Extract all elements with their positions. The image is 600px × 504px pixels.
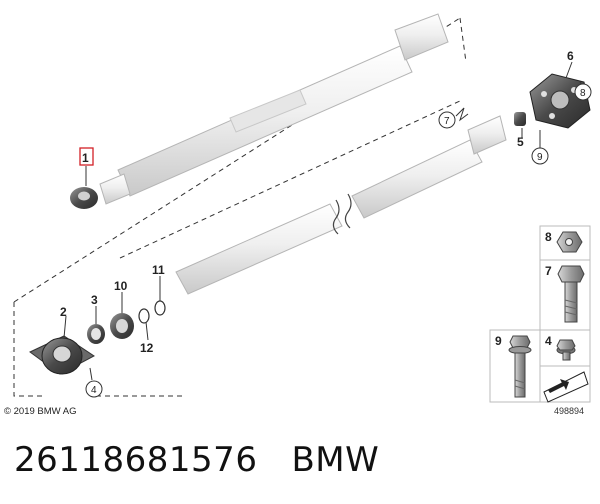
parts-diagram: 1 2 3 4 5 6 7 8 9 10 11 12 8 7 4 (4, 13, 592, 417)
ring-part-3 (87, 324, 105, 344)
callout-8: 8 (580, 88, 586, 99)
callout-6: 6 (567, 49, 574, 63)
callout-7: 7 (444, 116, 450, 127)
callout-9-circle: 9 (531, 147, 549, 165)
callout-labels: 1 2 3 4 5 6 7 8 9 10 11 12 (60, 49, 592, 398)
callout-12: 12 (140, 341, 154, 355)
brand-text: BMW (291, 440, 380, 480)
leader-lines (63, 61, 585, 381)
part-caption: 26118681576 BMW (14, 440, 594, 490)
ball-bearing-part (110, 313, 134, 339)
copyright-label: © 2019 BMW AG (4, 406, 76, 417)
inset-callout-9: 9 (495, 334, 502, 348)
callout-11: 11 (152, 263, 165, 277)
callout-2: 2 (60, 305, 67, 319)
callout-1: 1 (82, 151, 89, 165)
callout-5: 5 (517, 135, 524, 149)
upper-shaft (99, 13, 449, 205)
callout-4: 4 (91, 385, 97, 396)
highlight-box (79, 147, 94, 166)
callout-9: 9 (537, 152, 543, 163)
callout-4-circle: 4 (85, 380, 103, 398)
assembly-frame (13, 17, 467, 397)
inset-callout-8: 8 (545, 230, 552, 244)
callout-3: 3 (91, 293, 98, 307)
callout-7-circle: 7 (438, 111, 456, 129)
long-bolt-icon (508, 335, 532, 398)
circlip-parts (138, 300, 166, 324)
callout-10: 10 (114, 279, 128, 293)
arrow-plate-icon (543, 371, 589, 403)
flex-disc-part (529, 73, 591, 129)
center-bearing-part (29, 335, 95, 375)
sleeve-part (514, 112, 526, 126)
hex-nut-part (70, 187, 98, 209)
hex-nut-icon (556, 231, 583, 253)
inset-callout-7: 7 (545, 264, 552, 278)
fasteners-inset: 8 7 4 9 (489, 225, 591, 403)
part-number-text: 26118681576 (14, 440, 258, 480)
collar-screw-icon (556, 339, 576, 361)
callout-8-circle: 8 (574, 83, 592, 101)
inset-callout-4: 4 (545, 334, 552, 348)
image-number-label: 498894 (554, 406, 584, 416)
hex-bolt-icon (557, 265, 585, 323)
lower-shaft (175, 115, 507, 295)
